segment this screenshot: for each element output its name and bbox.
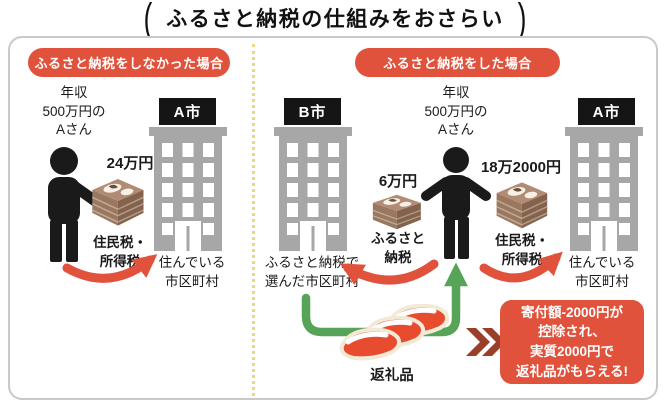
right-tax-label: 住民税・ 所得税 — [495, 233, 549, 267]
donation-city-caption: ふるさと納税で 選んだ市区町村 — [264, 255, 360, 289]
home-city-badge: A市 — [578, 98, 635, 125]
paren-close: ) — [517, 0, 527, 42]
money-stack-icon — [92, 179, 144, 226]
left-city-caption: 住んでいる 市区町村 — [158, 255, 226, 289]
tax-flow-arrow-icon — [479, 251, 563, 283]
donation-label: ふるさと 納税 — [371, 231, 425, 265]
donation-amount: 6万円 — [378, 173, 418, 190]
person-icon — [421, 147, 491, 259]
vertical-dotted-divider — [252, 44, 255, 396]
home-city-caption: 住んでいる 市区町村 — [568, 255, 636, 289]
left-city-badge: A市 — [159, 98, 216, 125]
right-tax-amount: 18万2000円 — [480, 159, 562, 176]
left-tax-amount: 24万円 — [106, 155, 154, 172]
page-title: ふるさと納税の仕組みをおさらい — [166, 8, 504, 31]
left-case-banner: ふるさと納税をしなかった場合 — [28, 48, 230, 77]
benefit-note: 寄付額-2000円が 控除され、 実質2000円で 返礼品がもらえる! — [500, 300, 644, 384]
donation-city-badge: B市 — [284, 98, 341, 125]
building-icon — [565, 127, 643, 251]
money-stack-icon — [372, 194, 422, 230]
left-person-caption: 年収 500万円の Aさん — [42, 85, 106, 138]
left-tax-label: 住民税・ 所得税 — [93, 235, 147, 269]
gift-label: 返礼品 — [370, 368, 414, 384]
person-icon — [48, 147, 104, 262]
right-case-banner: ふるさと納税をした場合 — [355, 48, 560, 77]
meat-icon — [339, 304, 450, 361]
page-header: ( ふるさと納税の仕組みをおさらい ) — [0, 0, 670, 42]
building-icon — [274, 127, 352, 251]
right-person-caption: 年収 500万円の Aさん — [424, 85, 488, 138]
building-icon — [149, 127, 227, 251]
donation-flow-arrow-icon — [339, 259, 439, 286]
money-stack-icon — [496, 182, 548, 229]
tax-flow-arrow-icon — [62, 254, 158, 283]
paren-open: ( — [143, 0, 153, 42]
